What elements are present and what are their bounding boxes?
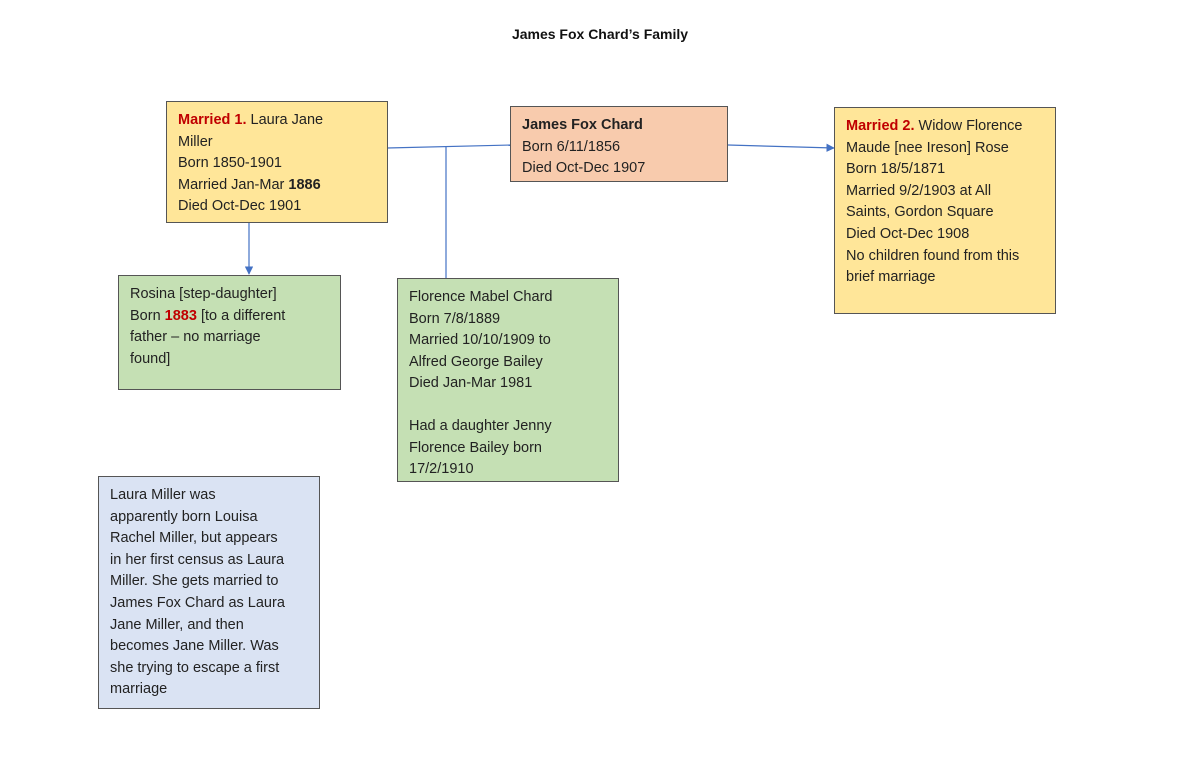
marriage-line-1 bbox=[386, 144, 512, 149]
wife1-married: Married Jan-Mar bbox=[178, 176, 289, 193]
florence-line4: Alfred George Bailey bbox=[409, 353, 543, 370]
marriage-arrow-2 bbox=[727, 143, 835, 152]
note-line10: marriage bbox=[110, 681, 168, 698]
wife2-line5: Saints, Gordon Square bbox=[846, 204, 994, 221]
james-born: Born 6/11/1856 bbox=[522, 138, 621, 155]
florence-line5: Died Jan-Mar 1981 bbox=[409, 375, 533, 392]
wife1-name-b: Miller bbox=[178, 133, 213, 150]
note-line6: James Fox Chard as Laura bbox=[110, 594, 285, 611]
rosina-line4: found] bbox=[130, 350, 171, 367]
florence-line3: Married 10/10/1909 to bbox=[409, 332, 551, 349]
wife2-line4: Married 9/2/1903 at All bbox=[846, 182, 992, 199]
note-line3: Rachel Miller, but appears bbox=[110, 530, 278, 547]
rosina-line3: father – no marriage bbox=[130, 329, 261, 346]
wife2-line7: No children found from this bbox=[846, 247, 1020, 264]
wife1-name-a: Laura Jane bbox=[246, 112, 324, 128]
note-line7: Jane Miller, and then bbox=[110, 616, 244, 633]
rosina-born-prefix: Born bbox=[130, 307, 165, 324]
note-line2: apparently born Louisa bbox=[110, 508, 258, 525]
wife2-line1: Widow Florence bbox=[914, 118, 1023, 134]
wife1-label: Married 1. bbox=[178, 112, 247, 128]
florence-line7: Florence Bailey born bbox=[409, 439, 542, 456]
florence-line8: 17/2/1910 bbox=[409, 461, 474, 478]
wife1-born: Born 1850-1901 bbox=[178, 155, 282, 172]
wife2-label: Married 2. bbox=[846, 118, 915, 134]
note-line9: she trying to escape a first bbox=[110, 659, 280, 676]
rosina-born-year: 1883 bbox=[164, 307, 197, 324]
diagram-title: James Fox Chard’s Family bbox=[511, 26, 689, 42]
wife1-died: Died Oct-Dec 1901 bbox=[178, 198, 302, 215]
note-line5: Miller. She gets married to bbox=[110, 573, 279, 590]
note-line4: in her first census as Laura bbox=[110, 551, 285, 568]
james-box: James Fox Chard Born 6/11/1856 Died Oct-… bbox=[510, 106, 728, 182]
florence-line1: Florence Mabel Chard bbox=[409, 289, 553, 305]
rosina-box: Rosina [step-daughter] Born 1883 [to a d… bbox=[118, 275, 341, 390]
rosina-line1: Rosina [step-daughter] bbox=[130, 286, 277, 302]
wife2-line2: Maude [nee Ireson] Rose bbox=[846, 139, 1009, 156]
florence-line2: Born 7/8/1889 bbox=[409, 310, 501, 327]
wife2-line6: Died Oct-Dec 1908 bbox=[846, 225, 970, 242]
note-box: Laura Miller was apparently born Louisa … bbox=[98, 476, 320, 709]
wife1-married-year: 1886 bbox=[288, 176, 321, 193]
james-died: Died Oct-Dec 1907 bbox=[522, 160, 646, 177]
florence-box: Florence Mabel Chard Born 7/8/1889 Marri… bbox=[397, 278, 619, 482]
wife2-line8: brief marriage bbox=[846, 269, 936, 286]
wife1-box: Married 1. Laura Jane Miller Born 1850-1… bbox=[166, 101, 388, 223]
florence-line6: Had a daughter Jenny bbox=[409, 417, 552, 434]
james-name: James Fox Chard bbox=[522, 117, 643, 133]
note-line8: becomes Jane Miller. Was bbox=[110, 638, 279, 655]
note-line1: Laura Miller was bbox=[110, 487, 216, 503]
wife2-line3: Born 18/5/1871 bbox=[846, 161, 946, 178]
rosina-born-suffix: [to a different bbox=[196, 307, 286, 324]
wife2-box: Married 2. Widow Florence Maude [nee Ire… bbox=[834, 107, 1056, 314]
